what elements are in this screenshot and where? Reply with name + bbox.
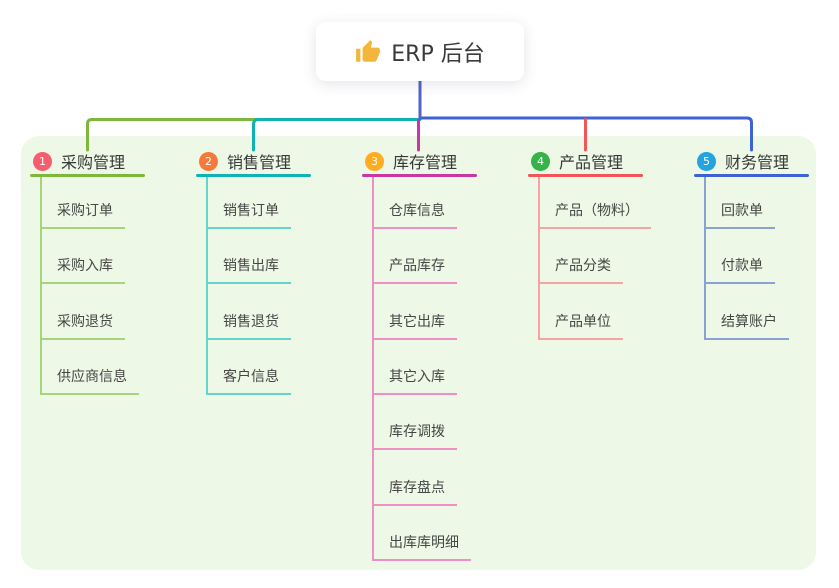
branch-underline — [362, 174, 477, 177]
branch-number-badge: 2 — [199, 151, 218, 171]
branch-product: 4 产品管理 产品（物料） 产品分类 产品单位 — [528, 0, 694, 588]
node-payment-slip[interactable]: 付款单 — [704, 256, 775, 284]
branch-label: 库存管理 — [393, 153, 458, 172]
branch-finance-header[interactable]: 5 财务管理 — [697, 149, 789, 173]
node-customer-info[interactable]: 客户信息 — [206, 367, 291, 395]
branch-label: 销售管理 — [227, 153, 292, 172]
node-warehouse-info[interactable]: 仓库信息 — [372, 201, 457, 229]
branch-child-spine — [538, 177, 540, 340]
branch-number-badge: 4 — [531, 151, 550, 171]
branch-label: 采购管理 — [61, 153, 126, 172]
node-sales-outbound[interactable]: 销售出库 — [206, 256, 291, 284]
node-receipt-slip[interactable]: 回款单 — [704, 201, 775, 229]
node-settlement-account[interactable]: 结算账户 — [704, 312, 789, 340]
node-outbound-detail[interactable]: 出库库明细 — [372, 533, 471, 561]
branch-underline — [694, 174, 809, 177]
branch-underline — [528, 174, 643, 177]
branch-sales: 2 销售管理 销售订单 销售出库 销售退货 客户信息 — [196, 0, 362, 588]
node-sales-return[interactable]: 销售退货 — [206, 312, 291, 340]
branch-inventory-header[interactable]: 3 库存管理 — [365, 149, 457, 173]
branch-child-spine — [372, 177, 374, 561]
branch-purchase-header[interactable]: 1 采购管理 — [33, 149, 125, 173]
node-product-stock[interactable]: 产品库存 — [372, 256, 457, 284]
node-purchase-return[interactable]: 采购退货 — [40, 312, 125, 340]
branch-product-header[interactable]: 4 产品管理 — [531, 149, 623, 173]
branch-child-spine — [40, 177, 42, 395]
node-supplier-info[interactable]: 供应商信息 — [40, 367, 139, 395]
node-purchase-order[interactable]: 采购订单 — [40, 201, 125, 229]
branch-child-spine — [206, 177, 208, 395]
branch-number-badge: 3 — [365, 151, 384, 171]
node-other-inbound[interactable]: 其它入库 — [372, 367, 457, 395]
branch-number-badge: 5 — [697, 151, 716, 171]
thumbs-up-icon — [356, 39, 381, 62]
node-product-category[interactable]: 产品分类 — [538, 256, 623, 284]
branch-purchase: 1 采购管理 采购订单 采购入库 采购退货 供应商信息 — [30, 0, 196, 588]
background-panel — [21, 136, 816, 570]
branch-sales-header[interactable]: 2 销售管理 — [199, 149, 291, 173]
branch-label: 产品管理 — [559, 153, 624, 172]
branch-inventory: 3 库存管理 仓库信息 产品库存 其它出库 其它入库 库存调拨 库存盘点 出库库… — [362, 0, 528, 588]
branch-underline — [30, 174, 145, 177]
branch-child-spine — [704, 177, 706, 340]
branch-label: 财务管理 — [725, 153, 790, 172]
node-sales-order[interactable]: 销售订单 — [206, 201, 291, 229]
branch-underline — [196, 174, 311, 177]
branch-finance: 5 财务管理 回款单 付款单 结算账户 — [694, 0, 839, 588]
node-product-unit[interactable]: 产品单位 — [538, 312, 623, 340]
root-node[interactable]: ERP 后台 — [316, 22, 524, 81]
branch-number-badge: 1 — [33, 151, 52, 171]
node-stock-count[interactable]: 库存盘点 — [372, 478, 457, 506]
root-title: ERP 后台 — [391, 41, 485, 67]
node-other-outbound[interactable]: 其它出库 — [372, 312, 457, 340]
node-stock-transfer[interactable]: 库存调拨 — [372, 422, 457, 450]
node-product-material[interactable]: 产品（物料） — [538, 201, 651, 229]
node-purchase-inbound[interactable]: 采购入库 — [40, 256, 125, 284]
